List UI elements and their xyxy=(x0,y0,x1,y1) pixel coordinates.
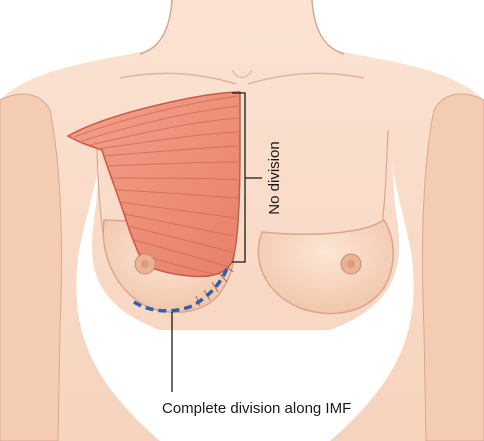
complete-division-label: Complete division along IMF xyxy=(162,400,351,417)
left-nipple xyxy=(347,260,355,268)
right-nipple xyxy=(141,260,149,268)
right-arm xyxy=(0,94,62,441)
left-arm xyxy=(422,94,484,441)
no-division-label: No division xyxy=(266,141,283,214)
